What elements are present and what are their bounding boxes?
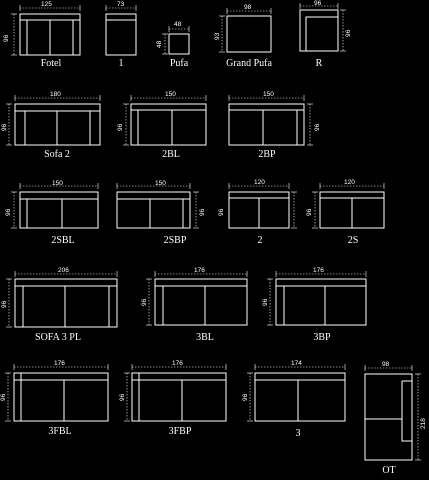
sofa-3-pl-drawing (6, 271, 118, 328)
module-2-drawing (228, 183, 297, 229)
2sbp-name: 2SBP (163, 235, 187, 246)
module-2bl: 150 96 2BL (110, 90, 210, 165)
module-r-drawing (299, 3, 346, 52)
module-2s-name: 2S (347, 235, 359, 246)
module-r-name: R (315, 58, 323, 69)
3bp-width-label: 176 (313, 267, 324, 274)
module-2s-width-label: 120 (344, 179, 355, 186)
2sbl-width-label: 150 (52, 180, 63, 187)
module-3-width-label: 174 (291, 360, 302, 367)
ot-depth-label: 218 (420, 418, 427, 429)
module-2s: 120 96 2S (305, 178, 390, 253)
module-1-name: 1 (118, 58, 124, 69)
3bl-depth-label: 96 (141, 298, 148, 306)
3fbl-drawing (5, 364, 109, 422)
module-2-name: 2 (257, 235, 263, 246)
module-2sbl: 150 96 2SBL (0, 178, 105, 253)
module-1-width-label: 73 (117, 1, 125, 8)
2bp-drawing (228, 95, 313, 146)
3bp-drawing (267, 271, 367, 326)
module-1: 73 1 (100, 0, 145, 70)
grand-pufa-depth-label: 93 (214, 32, 221, 40)
module-3: 174 96 3 (240, 356, 350, 444)
fotel-drawing (11, 5, 81, 56)
3bl-name: 3BL (196, 332, 214, 343)
module-3-depth-label: 96 (242, 393, 249, 401)
3fbl-name: 3FBL (48, 426, 72, 437)
fotel-depth-label: 96 (3, 34, 10, 42)
3fbl-depth-label: 96 (0, 393, 7, 401)
pufa-depth-label: 48 (156, 40, 163, 48)
2bp-name: 2BP (258, 149, 276, 160)
module-2s-depth-label: 96 (306, 208, 313, 216)
2bl-drawing (123, 95, 207, 146)
module-3fbp: 176 96 3FBP (119, 356, 240, 444)
module-r: 96 96 R (292, 0, 357, 70)
module-3-name: 3 (295, 428, 301, 439)
sofa-2-drawing (6, 95, 101, 146)
3bl-width-label: 176 (194, 267, 205, 274)
grand-pufa-width-label: 98 (244, 4, 252, 11)
module-2-width-label: 120 (254, 179, 265, 186)
module-3fbl: 176 96 3FBL (0, 356, 120, 444)
grand-pufa-drawing (219, 8, 272, 53)
3fbl-width-label: 176 (54, 360, 65, 367)
sofa-2-depth-label: 96 (1, 123, 8, 131)
2bl-width-label: 150 (165, 91, 176, 98)
2bp-width-label: 150 (263, 91, 274, 98)
module-ot: 98 218 OT (355, 356, 429, 480)
2sbl-name: 2SBL (51, 235, 75, 246)
2bp-depth-label: 96 (314, 123, 321, 131)
2sbp-width-label: 150 (155, 180, 166, 187)
2sbl-drawing (11, 183, 99, 229)
3fbp-name: 3FBP (168, 426, 192, 437)
module-2s-drawing (312, 183, 385, 229)
module-3-drawing (247, 364, 346, 422)
sofa-3-pl-name: SOFA 3 PL (35, 332, 81, 343)
module-2sbp: 150 96 2SBP (110, 178, 215, 253)
module-2-depth-label: 96 (218, 208, 225, 216)
module-3bp: 176 96 3BP (255, 265, 375, 347)
pufa-name: Pufa (169, 58, 189, 69)
ot-name: OT (382, 465, 396, 476)
sofa-2-name: Sofa 2 (44, 149, 70, 160)
pufa-drawing (162, 26, 190, 55)
module-1-drawing (105, 5, 137, 56)
3fbp-width-label: 176 (172, 360, 183, 367)
3bl-drawing (146, 271, 248, 326)
grand-pufa-name: Grand Pufa (226, 58, 272, 69)
module-sofa-2: 180 96 Sofa 2 (0, 90, 110, 165)
fotel-name: Fotel (40, 58, 62, 69)
2bl-name: 2BL (162, 149, 180, 160)
sofa-3-pl-width-label: 206 (58, 267, 69, 274)
3fbp-depth-label: 96 (119, 393, 126, 401)
2sbl-depth-label: 96 (5, 208, 12, 216)
3bp-name: 3BP (313, 332, 331, 343)
ot-width-label: 98 (382, 361, 390, 368)
2bl-depth-label: 96 (117, 123, 124, 131)
module-fotel: 125 96 Fotel (0, 0, 95, 70)
3bp-depth-label: 96 (262, 298, 269, 306)
module-sofa-3-pl: 206 96 SOFA 3 PL (0, 265, 125, 347)
module-pufa: 48 48 Pufa (155, 0, 200, 70)
2sbp-drawing (116, 183, 199, 229)
fotel-width-label: 125 (41, 1, 52, 8)
module-3bl: 176 96 3BL (140, 265, 255, 347)
module-r-width-label: 96 (314, 0, 322, 7)
2sbp-depth-label: 96 (199, 208, 206, 216)
pufa-width-label: 48 (174, 21, 182, 28)
ot-drawing (364, 365, 421, 461)
sofa-2-width-label: 180 (50, 91, 61, 98)
module-2bp: 150 96 2BP (220, 90, 325, 165)
3fbp-drawing (124, 364, 227, 422)
module-r-depth-label: 96 (345, 29, 352, 37)
module-grand-pufa: 98 93 Grand Pufa (214, 0, 290, 70)
module-2: 120 96 2 (218, 178, 300, 253)
sofa-3-pl-depth-label: 96 (1, 300, 8, 308)
